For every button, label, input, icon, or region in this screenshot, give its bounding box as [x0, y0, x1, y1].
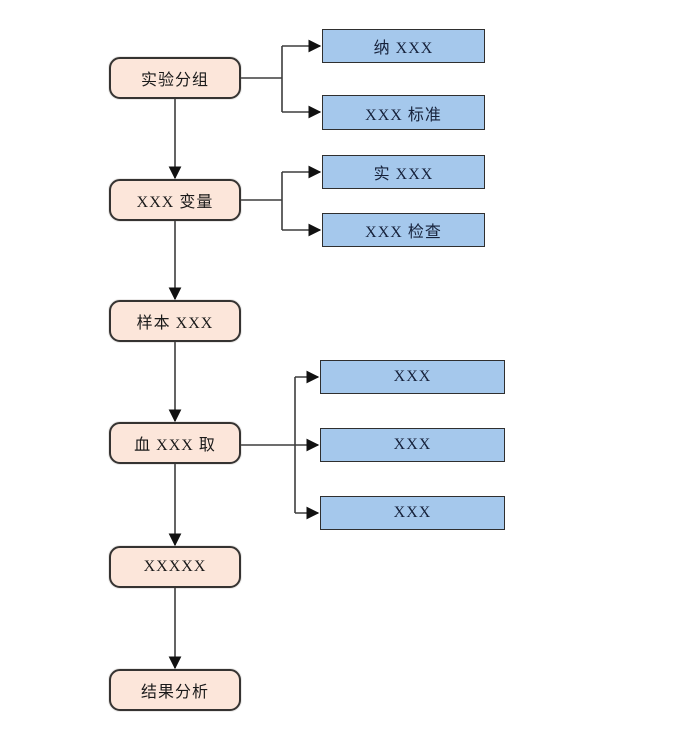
branch-node-xxx-1: XXX	[320, 360, 505, 394]
flow-node-result-analysis: 结果分析	[109, 669, 241, 711]
flow-node-variables: XXX 变量	[109, 179, 241, 221]
flow-node-experiment-grouping: 实验分组	[109, 57, 241, 99]
branch-node-experiment: 实 XXX	[322, 155, 485, 189]
branch-node-xxx-2: XXX	[320, 428, 505, 462]
branch-node-criteria: XXX 标准	[322, 95, 485, 130]
connector-branch2-stem	[241, 172, 283, 230]
branch-node-xxx-3: XXX	[320, 496, 505, 530]
branch-node-examination: XXX 检查	[322, 213, 485, 247]
flow-node-sample: 样本 XXX	[109, 300, 241, 342]
flow-node-blood-collection: 血 XXX 取	[109, 422, 241, 464]
branch-node-inclusion: 纳 XXX	[322, 29, 485, 63]
connector-branch1-stem	[241, 46, 283, 112]
flow-node-xxxxx: XXXXX	[109, 546, 241, 588]
